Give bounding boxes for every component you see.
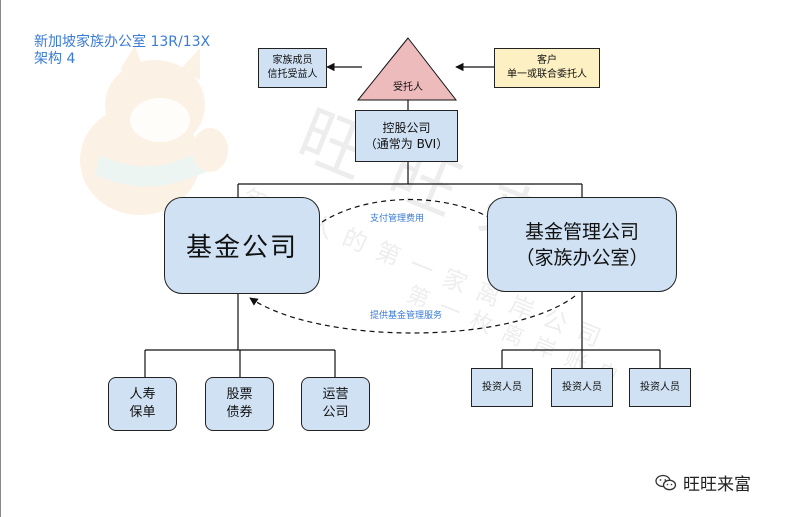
holding-company-box: 控股公司 （通常为 BVI） <box>355 110 458 162</box>
trustee-node: 受托人 <box>393 82 423 93</box>
edge-label-pay-fee: 支付管理费用 <box>370 214 425 224</box>
investment-staff-box-2: 投资人员 <box>551 368 613 407</box>
fund-management-company-box: 基金管理公司 （家族办公室） <box>487 197 677 292</box>
frame-edge <box>0 0 1 517</box>
edge-label-provide-service: 提供基金管理服务 <box>370 311 443 321</box>
family-beneficiary-box: 家族成员 信托受益人 <box>258 48 327 88</box>
footer-brand: 旺旺来富 <box>655 470 751 495</box>
fund-company-box: 基金公司 <box>164 197 320 294</box>
life-insurance-box: 人寿 保单 <box>108 377 177 431</box>
investment-staff-box-1: 投资人员 <box>471 368 533 407</box>
mascot-illustration <box>80 45 228 215</box>
footer-brand-name: 旺旺来富 <box>683 475 751 495</box>
client-box: 客户 单一或联合委托人 <box>494 48 600 88</box>
wechat-icon <box>655 474 677 490</box>
stocks-bonds-box: 股票 债券 <box>205 377 274 431</box>
investment-staff-box-3: 投资人员 <box>629 368 691 407</box>
operating-company-box: 运营 公司 <box>301 377 370 431</box>
page-title: 新加坡家族办公室 13R/13X 架构 4 <box>34 34 211 67</box>
